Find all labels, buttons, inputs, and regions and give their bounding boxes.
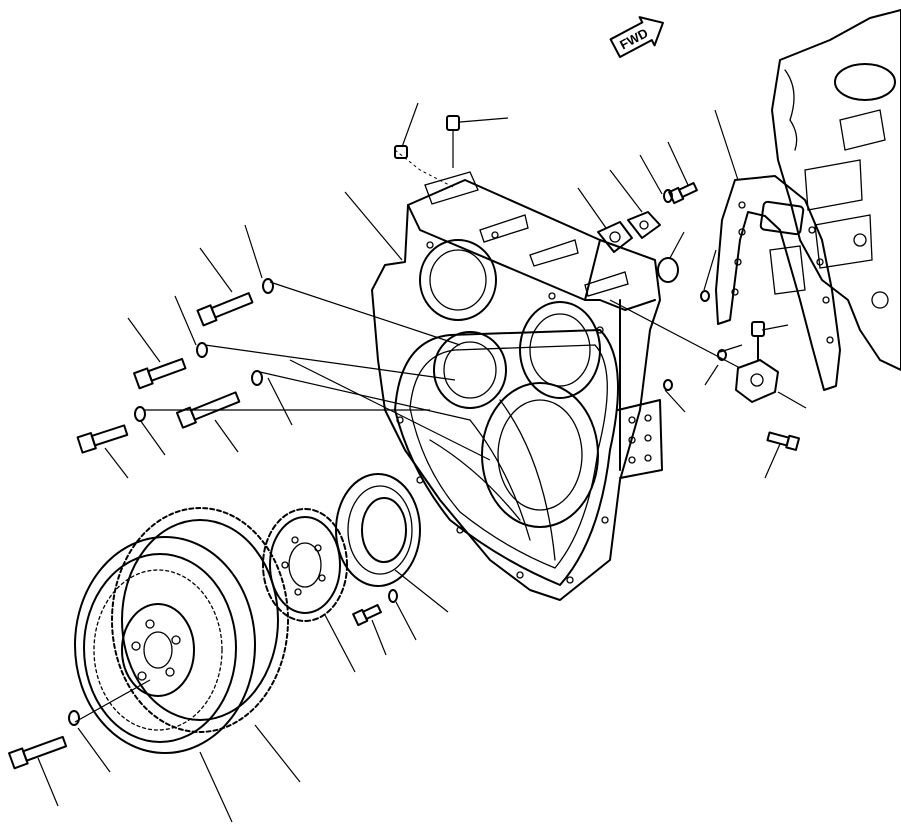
timing-gear	[262, 508, 348, 622]
flywheel-ring-gear	[111, 507, 289, 733]
drain-fitting	[735, 321, 779, 403]
flywheel-housing	[371, 171, 663, 601]
forward-direction-label: FWD	[617, 25, 650, 52]
leader-lines	[37, 102, 807, 823]
mounting-bolts	[8, 115, 801, 770]
rear-oil-seal	[335, 473, 421, 587]
flywheel	[74, 536, 256, 754]
engine-block	[771, 9, 901, 371]
housing-gasket	[715, 175, 841, 391]
forward-direction-arrow: FWD	[609, 16, 664, 58]
assembly-guide-lines	[74, 130, 741, 723]
small-cover-plates	[597, 211, 727, 391]
